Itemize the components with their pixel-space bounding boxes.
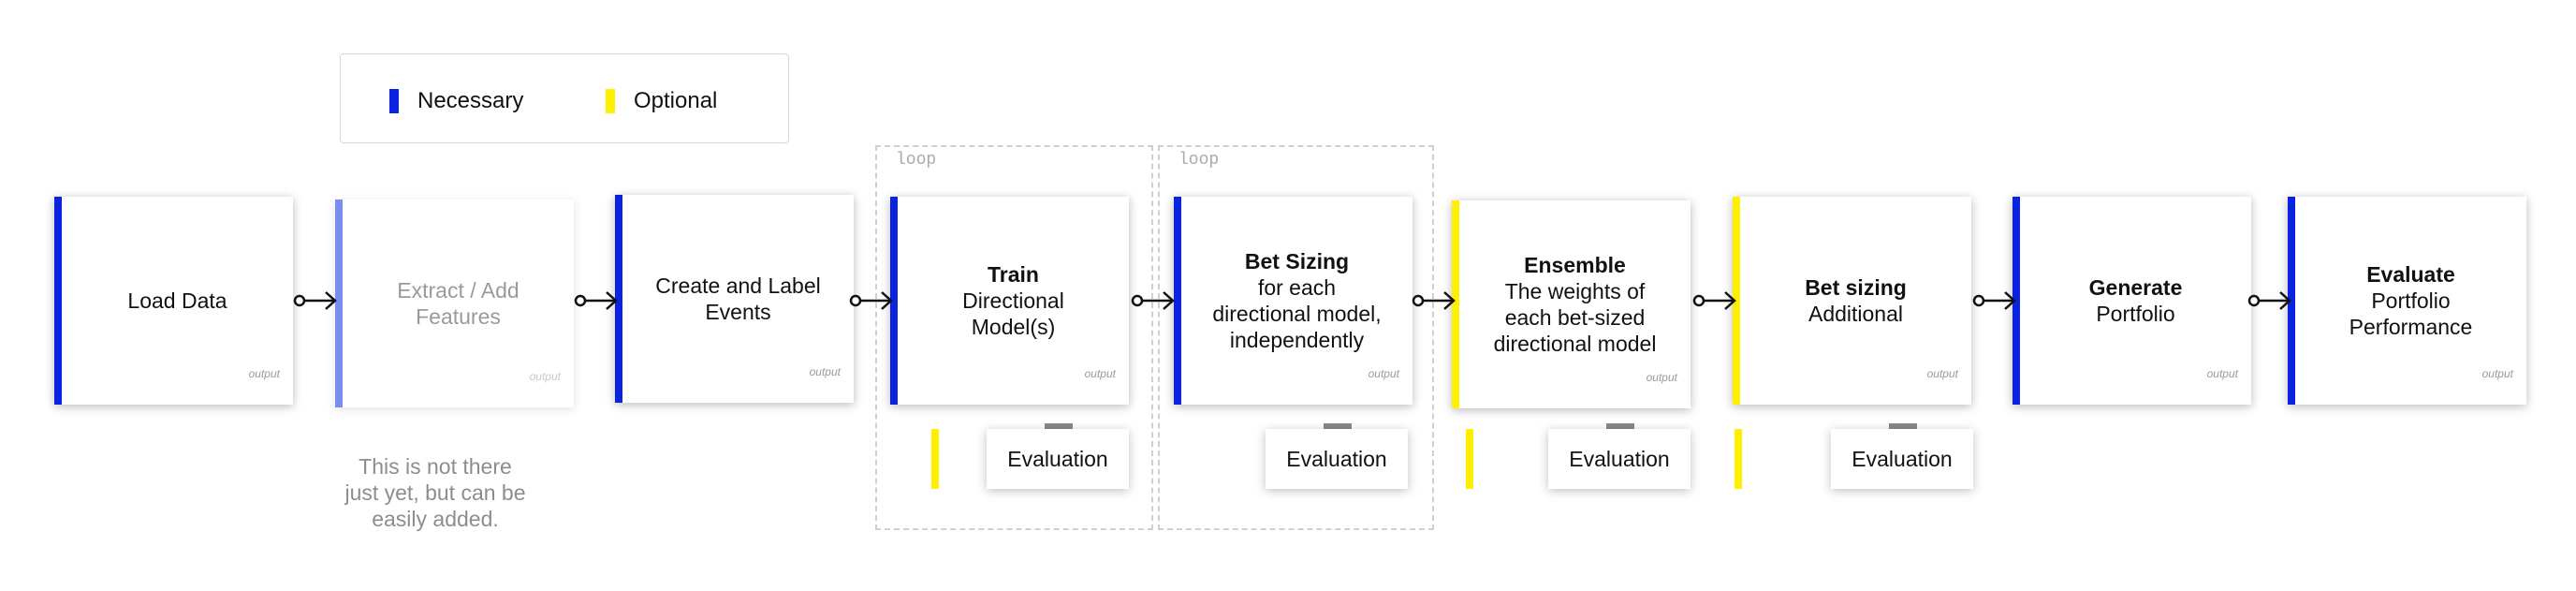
step-line: Directional xyxy=(962,288,1064,313)
output-label: output xyxy=(529,370,561,383)
optional-bar xyxy=(931,429,939,489)
loop-region-train: loop xyxy=(875,145,1153,530)
loop-label: loop xyxy=(1178,151,1220,170)
step-line: Features xyxy=(416,304,501,329)
evaluation-additional-bet-sizing[interactable]: Evaluation xyxy=(1831,429,1973,489)
step-line: independently xyxy=(1229,328,1365,352)
step-train-directional-models[interactable]: Train Directional Model(s) output xyxy=(890,197,1129,405)
connector-arrow xyxy=(1972,291,2016,310)
step-line: Model(s) xyxy=(971,315,1056,339)
step-line: directional model xyxy=(1493,332,1657,356)
connector-arrow xyxy=(2247,291,2291,310)
step-line: Extract / Add xyxy=(397,278,520,303)
step-generate-portfolio[interactable]: Generate Portfolio output xyxy=(2012,197,2251,405)
step-create-label-events[interactable]: Create and Label Events output xyxy=(615,195,854,403)
optional-bar xyxy=(1733,197,1740,405)
evaluation-tab xyxy=(1606,423,1634,429)
step-line: for each xyxy=(1257,275,1337,300)
optional-bar xyxy=(1734,429,1742,489)
necessary-bar xyxy=(54,197,62,405)
note-line: just yet, but can be xyxy=(344,480,526,505)
connector-arrow xyxy=(849,291,893,310)
optional-bar xyxy=(1452,200,1459,408)
evaluation-tab xyxy=(1889,423,1917,429)
step-line: Load Data xyxy=(127,288,227,313)
necessary-bar xyxy=(615,195,622,403)
step-title: Ensemble xyxy=(1524,253,1626,277)
step-evaluate-portfolio-performance[interactable]: Evaluate Portfolio Performance output xyxy=(2288,197,2526,405)
output-label: output xyxy=(809,365,841,378)
step-line: Additional xyxy=(1808,302,1904,326)
evaluation-bet-sizing[interactable]: Evaluation xyxy=(1266,429,1408,489)
step-line: Events xyxy=(705,300,771,324)
step-line: The weights of xyxy=(1504,279,1646,303)
connector-arrow xyxy=(1131,291,1175,310)
necessary-bar xyxy=(890,197,898,405)
step-additional-bet-sizing[interactable]: Bet sizing Additional output xyxy=(1733,197,1971,405)
evaluation-label: Evaluation xyxy=(1007,446,1108,471)
evaluation-train[interactable]: Evaluation xyxy=(987,429,1129,489)
step-bet-sizing[interactable]: Bet Sizing for each directional model, i… xyxy=(1174,197,1412,405)
note-line: This is not there xyxy=(359,454,512,479)
step-line: Performance xyxy=(2349,315,2473,339)
loop-label: loop xyxy=(896,151,937,170)
connector-arrow xyxy=(1692,291,1736,310)
step-ensemble[interactable]: Ensemble The weights of each bet-sized d… xyxy=(1452,200,1690,408)
output-label: output xyxy=(2206,367,2238,380)
step-line: directional model, xyxy=(1212,302,1382,326)
legend-optional-label: Optional xyxy=(634,88,718,113)
future-bar xyxy=(335,199,343,407)
evaluation-label: Evaluation xyxy=(1852,446,1953,471)
step-title: Bet sizing xyxy=(1805,275,1907,300)
step-load-data[interactable]: Load Data output xyxy=(54,197,293,405)
evaluation-ensemble[interactable]: Evaluation xyxy=(1548,429,1690,489)
output-label: output xyxy=(1084,367,1116,380)
necessary-bar xyxy=(1174,197,1181,405)
step-title: Generate xyxy=(2088,275,2183,300)
legend-necessary: Necessary xyxy=(389,88,523,114)
legend-optional: Optional xyxy=(606,88,717,114)
evaluation-label: Evaluation xyxy=(1569,446,1670,471)
legend: Necessary Optional xyxy=(340,53,789,143)
step-title: Evaluate xyxy=(2366,262,2455,287)
necessary-bar xyxy=(2288,197,2295,405)
evaluation-label: Evaluation xyxy=(1286,446,1387,471)
step-line: Create and Label xyxy=(655,273,821,298)
future-feature-note: This is not there just yet, but can be e… xyxy=(337,453,534,532)
step-line: Portfolio xyxy=(2371,288,2451,313)
step-title: Train xyxy=(988,262,1039,287)
necessary-bar xyxy=(2012,197,2020,405)
optional-swatch xyxy=(606,89,615,113)
evaluation-tab xyxy=(1324,423,1352,429)
output-label: output xyxy=(1368,367,1399,380)
legend-necessary-label: Necessary xyxy=(417,88,524,113)
step-line: each bet-sized xyxy=(1504,305,1646,330)
necessary-swatch xyxy=(389,89,399,113)
connector-arrow xyxy=(574,291,618,310)
output-label: output xyxy=(248,367,280,380)
connector-arrow xyxy=(293,291,337,310)
loop-region-bet-sizing: loop xyxy=(1158,145,1434,530)
output-label: output xyxy=(2481,367,2513,380)
step-extract-features[interactable]: Extract / Add Features output xyxy=(335,199,574,407)
output-label: output xyxy=(1926,367,1958,380)
evaluation-tab xyxy=(1045,423,1073,429)
optional-bar xyxy=(1466,429,1473,489)
output-label: output xyxy=(1646,371,1677,384)
connector-arrow xyxy=(1412,291,1456,310)
step-title: Bet Sizing xyxy=(1244,249,1350,273)
step-line: Portfolio xyxy=(2096,302,2175,326)
note-line: easily added. xyxy=(372,507,499,531)
